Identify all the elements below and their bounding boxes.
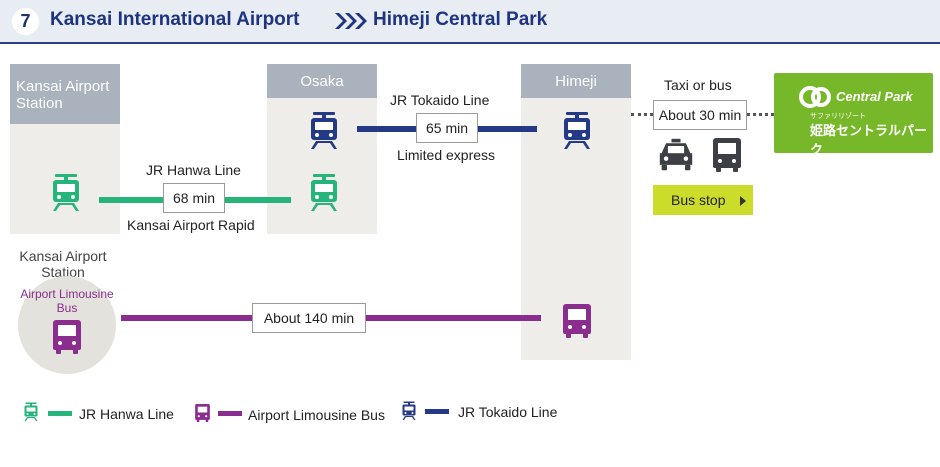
legend-train-icon: [23, 402, 39, 422]
central-park-logo: Central Park サファリリゾート 姫路セントラルパーク: [774, 73, 933, 157]
hanwa-time-box: 68 min: [163, 183, 225, 213]
dotted-connector-left: [631, 113, 653, 116]
legend-limousine-label: Airport Limousine Bus: [248, 407, 385, 423]
train-icon: [308, 174, 340, 212]
chevron-right-icon: [740, 196, 746, 206]
legend-limousine-swatch: [218, 411, 242, 416]
bus-stop-label: Bus stop: [671, 192, 726, 208]
train-icon: [50, 174, 82, 212]
legend-train-icon: [401, 401, 417, 421]
tokaido-time-box: 65 min: [416, 113, 478, 143]
header-from: Kansai International Airport: [50, 9, 300, 30]
himeji-station-header: Himeji: [521, 64, 631, 98]
central-park-logo-mark-icon: [799, 86, 831, 108]
limousine-bus-label: Airport Limousine Bus: [20, 287, 114, 315]
dotted-connector-right: [747, 113, 774, 116]
bus-stop-button[interactable]: Bus stop: [653, 185, 753, 215]
logo-japanese-text: 姫路セントラルパーク: [810, 123, 928, 157]
route-number-badge: 7: [12, 8, 39, 35]
hanwa-service: Kansai Airport Rapid: [127, 217, 255, 233]
bus-icon: [561, 302, 593, 340]
legend-tokaido-swatch: [425, 409, 449, 414]
train-icon: [308, 112, 340, 150]
legend-tokaido-label: JR Tokaido Line: [458, 404, 558, 420]
header-bar: 7 Kansai International Airport Himeji Ce…: [0, 0, 940, 44]
kansai-station-header: Kansai Airport Station: [10, 64, 120, 124]
double-chevron-icon: [335, 13, 367, 29]
logo-brand-text: Central Park: [836, 89, 913, 104]
legend-hanwa-label: JR Hanwa Line: [79, 406, 174, 422]
legend-bus-icon: [194, 403, 211, 423]
legend-hanwa-swatch: [48, 411, 72, 416]
taxi-icon: [658, 138, 694, 172]
bus-icon: [711, 136, 743, 174]
taxi-time-box: About 30 min: [653, 100, 747, 130]
train-icon: [561, 112, 593, 150]
osaka-station-header: Osaka: [267, 64, 377, 98]
limousine-time-box: About 140 min: [252, 303, 366, 333]
hanwa-line-name: JR Hanwa Line: [146, 162, 241, 178]
tokaido-service: Limited express: [397, 147, 496, 163]
header-to: Himeji Central Park: [373, 9, 548, 30]
taxi-or-bus-label: Taxi or bus: [664, 77, 732, 93]
logo-small-text: サファリリゾート: [810, 113, 866, 120]
bus-icon: [51, 318, 83, 356]
tokaido-line-name: JR Tokaido Line: [390, 92, 490, 108]
